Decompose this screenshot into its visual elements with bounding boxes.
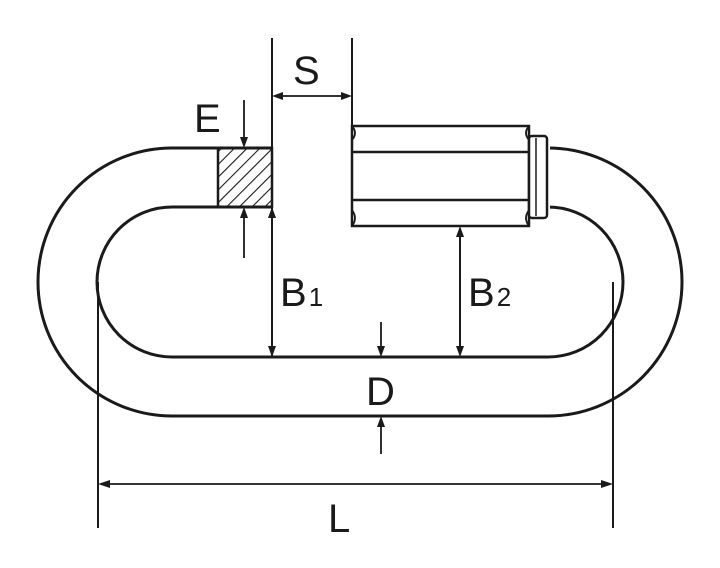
screw-sleeve <box>350 124 549 228</box>
label-e: E <box>194 97 221 141</box>
label-b1: B1 <box>280 271 323 315</box>
dimension-l <box>97 282 614 528</box>
label-b1-main: B <box>280 271 307 315</box>
label-l: L <box>328 497 350 541</box>
dimension-b1 <box>268 207 276 357</box>
label-d: D <box>366 370 395 414</box>
wire-cross-section <box>216 146 274 209</box>
dimension-e <box>240 100 248 258</box>
label-s: S <box>293 49 320 93</box>
label-b2-main: B <box>468 271 495 315</box>
gate-opening-mask <box>272 140 352 215</box>
label-b2: B2 <box>468 271 511 315</box>
link-inner-outline <box>95 205 625 359</box>
link-outer-outline <box>36 146 684 418</box>
label-b1-sub: 1 <box>309 282 323 312</box>
label-b2-sub: 2 <box>497 282 511 312</box>
dimension-s <box>271 38 353 357</box>
dimension-b2 <box>456 226 464 357</box>
dimension-d <box>377 322 385 454</box>
